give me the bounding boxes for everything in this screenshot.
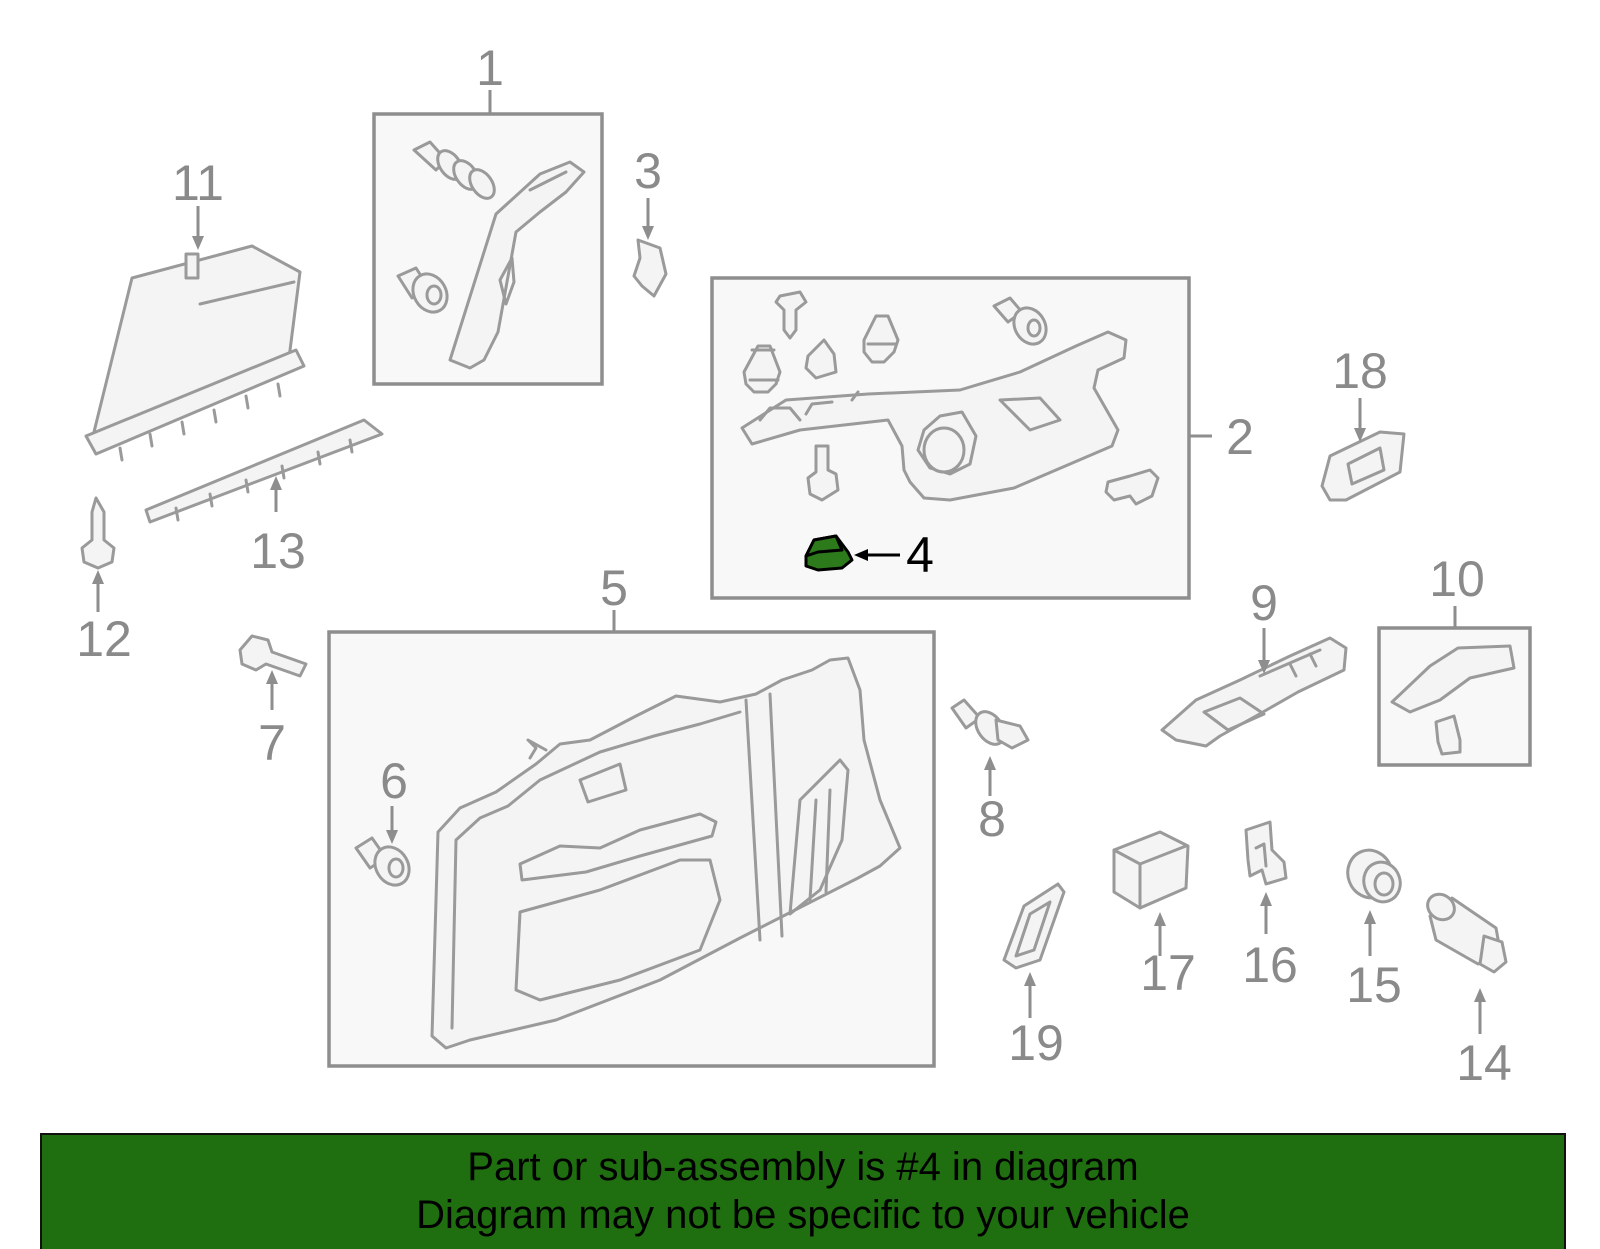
part-group-2[interactable] [710, 276, 1212, 600]
part-7[interactable] [238, 634, 308, 710]
grommet-clip-part [396, 266, 449, 314]
callout-14: 14 [1456, 1035, 1512, 1091]
pillar-trim-part [448, 160, 586, 370]
callout-11: 11 [172, 155, 224, 211]
callout-10: 10 [1429, 551, 1485, 607]
part-17[interactable] [1112, 830, 1190, 956]
disclaimer-banner: Part or sub-assembly is #4 in diagram Di… [40, 1133, 1566, 1249]
footer-disclaimer: Diagram may not be specific to your vehi… [416, 1193, 1190, 1237]
callout-9: 9 [1250, 575, 1278, 631]
part-16[interactable] [1244, 820, 1288, 934]
part-group-10[interactable] [1377, 606, 1532, 767]
callout-2: 2 [1226, 409, 1254, 465]
callout-13: 13 [250, 523, 306, 579]
callout-15: 15 [1346, 957, 1402, 1013]
part-15[interactable] [1341, 844, 1406, 956]
part-4[interactable] [804, 534, 900, 572]
part-9[interactable] [1160, 628, 1348, 748]
part-8[interactable] [950, 698, 1030, 796]
callout-8: 8 [978, 791, 1006, 847]
callout-3: 3 [634, 143, 662, 199]
part-3[interactable] [632, 198, 668, 298]
part-12[interactable] [80, 496, 116, 612]
callout-19: 19 [1008, 1015, 1064, 1071]
part-group-1[interactable] [372, 90, 604, 386]
callout-18: 18 [1332, 343, 1388, 399]
part-19[interactable] [1002, 882, 1066, 1018]
callout-5: 5 [600, 560, 628, 616]
part-group-5[interactable] [327, 610, 936, 1068]
callout-1: 1 [476, 40, 504, 96]
callout-12: 12 [76, 611, 132, 667]
part-14[interactable] [1423, 889, 1508, 1034]
callout-6: 6 [380, 753, 408, 809]
callout-16: 16 [1242, 937, 1298, 993]
callout-7: 7 [258, 715, 286, 771]
part-11[interactable] [84, 206, 306, 462]
part-18[interactable] [1320, 398, 1406, 502]
push-clip-part [412, 140, 496, 200]
callout-17: 17 [1140, 945, 1196, 1001]
footer-part-note: Part or sub-assembly is #4 in diagram [467, 1145, 1139, 1189]
part-13[interactable] [144, 418, 384, 524]
callout-4: 4 [906, 527, 934, 583]
